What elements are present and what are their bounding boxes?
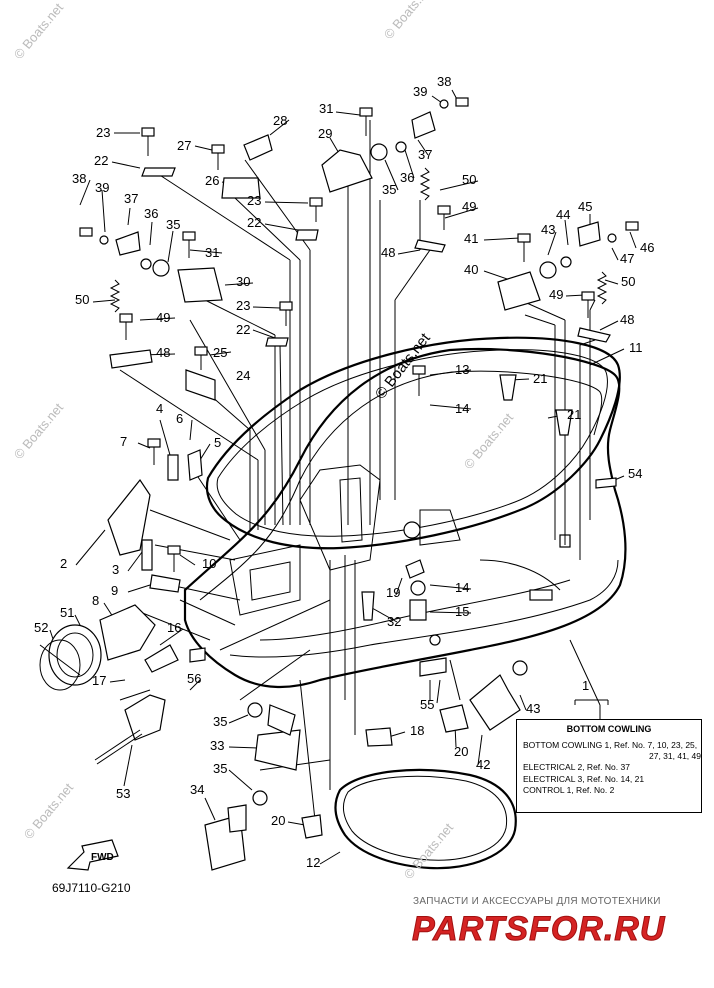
callout-45: 45 xyxy=(578,199,592,214)
callout-46: 46 xyxy=(640,240,654,255)
callout-48: 48 xyxy=(620,312,634,327)
callout-23: 23 xyxy=(96,125,110,140)
callout-14: 14 xyxy=(455,580,469,595)
callout-33: 33 xyxy=(210,738,224,753)
legend-row-2: 27, 31, 41, 49 xyxy=(649,751,701,762)
callout-41: 41 xyxy=(464,231,478,246)
callout-11: 11 xyxy=(629,340,643,355)
figure-code: 69J7110-G210 xyxy=(52,881,131,895)
callout-12: 12 xyxy=(306,855,320,870)
callout-49: 49 xyxy=(549,287,563,302)
callout-2: 2 xyxy=(60,556,67,571)
callout-35: 35 xyxy=(213,761,227,776)
callout-17: 17 xyxy=(92,673,106,688)
callout-31: 31 xyxy=(205,245,219,260)
legend-row-1: BOTTOM COWLING 1, Ref. No. 7, 10, 23, 25… xyxy=(523,739,698,750)
callout-35: 35 xyxy=(382,182,396,197)
callout-29: 29 xyxy=(318,126,332,141)
callout-39: 39 xyxy=(413,84,427,99)
callout-26: 26 xyxy=(205,173,219,188)
callout-55: 55 xyxy=(420,697,434,712)
callout-28: 28 xyxy=(273,113,287,128)
callout-38: 38 xyxy=(72,171,86,186)
callout-44: 44 xyxy=(556,207,570,222)
callout-15: 15 xyxy=(455,604,469,619)
callout-23: 23 xyxy=(236,298,250,313)
callout-30: 30 xyxy=(236,274,250,289)
callout-23: 23 xyxy=(247,193,261,208)
callout-10: 10 xyxy=(202,556,216,571)
callout-39: 39 xyxy=(95,180,109,195)
callout-22: 22 xyxy=(94,153,108,168)
callout-20: 20 xyxy=(454,744,468,759)
callout-5: 5 xyxy=(214,435,221,450)
callout-52: 52 xyxy=(34,620,48,635)
part-sketches xyxy=(39,97,639,871)
callout-22: 22 xyxy=(236,322,250,337)
callout-6: 6 xyxy=(176,411,183,426)
legend-row-5: CONTROL 1, Ref. No. 2 xyxy=(523,784,615,795)
callout-47: 47 xyxy=(620,251,634,266)
callout-42: 42 xyxy=(476,757,490,772)
brand-tagline: ЗАПЧАСТИ И АКСЕССУАРЫ ДЛЯ МОТОТЕХНИКИ xyxy=(413,896,661,907)
callout-14: 14 xyxy=(455,401,469,416)
callout-50: 50 xyxy=(75,292,89,307)
legend-title: BOTTOM COWLING xyxy=(566,724,652,734)
legend-row-3: ELECTRICAL 2, Ref. No. 37 xyxy=(523,762,630,773)
callout-50: 50 xyxy=(621,274,635,289)
callout-49: 49 xyxy=(462,199,476,214)
callout-27: 27 xyxy=(177,138,191,153)
watermark-text-1: © Boats.net xyxy=(11,400,67,462)
callout-16: 16 xyxy=(167,620,181,635)
callout-51: 51 xyxy=(60,605,74,620)
callout-35: 35 xyxy=(213,714,227,729)
callout-20: 20 xyxy=(271,813,285,828)
callout-7: 7 xyxy=(120,434,127,449)
callout-56: 56 xyxy=(187,671,201,686)
brand-logo: PARTSFOR.RU xyxy=(411,910,666,949)
legend-row-4: ELECTRICAL 3, Ref. No. 14, 21 xyxy=(523,773,645,784)
callout-25: 25 xyxy=(213,345,227,360)
callout-21: 21 xyxy=(533,371,547,386)
fwd-label: FWD xyxy=(91,852,114,863)
callout-21: 21 xyxy=(567,407,581,422)
callout-4: 4 xyxy=(156,401,163,416)
callout-48: 48 xyxy=(156,345,170,360)
callout-3: 3 xyxy=(112,562,119,577)
callout-34: 34 xyxy=(190,782,204,797)
callout-8: 8 xyxy=(92,593,99,608)
callout-18: 18 xyxy=(410,723,424,738)
callout-1: 1 xyxy=(582,678,589,693)
watermark-text-4: © Boats.net xyxy=(381,0,437,42)
callout-22: 22 xyxy=(247,215,261,230)
callout-38: 38 xyxy=(437,74,451,89)
callout-37: 37 xyxy=(124,191,138,206)
watermark-text-6: © Boats.net xyxy=(461,410,517,472)
callout-40: 40 xyxy=(464,262,478,277)
callout-43: 43 xyxy=(526,701,540,716)
callout-35: 35 xyxy=(166,217,180,232)
callout-49: 49 xyxy=(156,310,170,325)
callout-32: 32 xyxy=(387,614,401,629)
callout-50: 50 xyxy=(462,172,476,187)
watermark-text-5: © Boats.net xyxy=(11,0,67,62)
bottom-cowling-shell xyxy=(183,336,627,688)
callout-37: 37 xyxy=(418,147,432,162)
callout-36: 36 xyxy=(144,206,158,221)
watermark-text-2: © Boats.net xyxy=(21,780,77,842)
legend-box: BOTTOM COWLING BOTTOM COWLING 1, Ref. No… xyxy=(516,719,702,813)
callout-19: 19 xyxy=(386,585,400,600)
callout-13: 13 xyxy=(455,362,469,377)
callout-24: 24 xyxy=(236,368,250,383)
watermark-text-3: © Boats.net xyxy=(401,820,457,882)
callout-31: 31 xyxy=(319,101,333,116)
callout-36: 36 xyxy=(400,170,414,185)
callout-43: 43 xyxy=(541,222,555,237)
callout-9: 9 xyxy=(111,583,118,598)
callout-54: 54 xyxy=(628,466,642,481)
callout-48: 48 xyxy=(381,245,395,260)
callout-53: 53 xyxy=(116,786,130,801)
